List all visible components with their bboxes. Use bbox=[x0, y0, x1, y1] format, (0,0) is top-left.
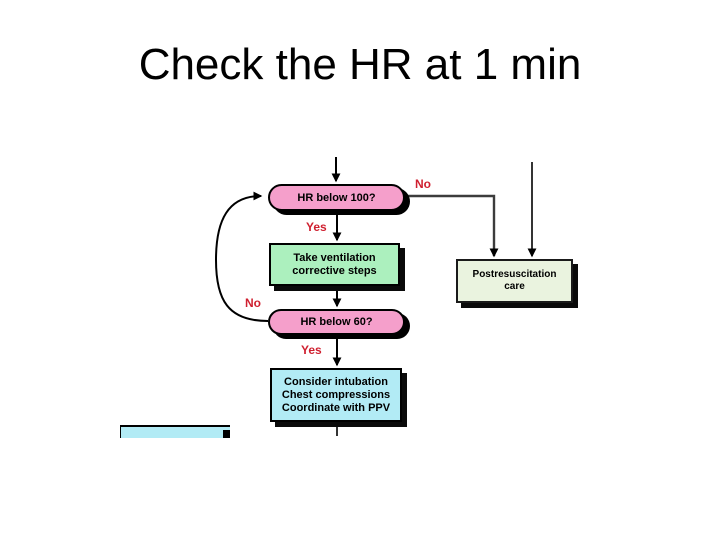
action-take-ventilation-line2: corrective steps bbox=[292, 264, 377, 277]
cropped-box-fragment bbox=[120, 425, 230, 438]
edge-hr100-no-to-postresus bbox=[407, 194, 499, 258]
edge-label-yes-hr100: Yes bbox=[306, 220, 327, 234]
decision-hr-below-100-label: HR below 100? bbox=[297, 191, 376, 204]
slide-title: Check the HR at 1 min bbox=[138, 40, 582, 89]
edge-label-yes-hr60: Yes bbox=[301, 343, 322, 357]
action-take-ventilation-line1: Take ventilation bbox=[293, 251, 376, 264]
action-take-ventilation: Take ventilation corrective steps bbox=[269, 243, 400, 286]
edge-hr60-no-loop-to-hr100 bbox=[214, 191, 269, 322]
action-consider-intubation: Consider intubation Chest compressions C… bbox=[270, 368, 402, 422]
decision-hr-below-100: HR below 100? bbox=[268, 184, 405, 211]
action-postresuscitation-care: Postresuscitation care bbox=[456, 259, 573, 303]
edge-label-no-hr60: No bbox=[245, 296, 261, 310]
decision-hr-below-60-label: HR below 60? bbox=[300, 316, 373, 328]
action-consider-intubation-line2: Chest compressions bbox=[281, 388, 391, 401]
action-consider-intubation-line3: Coordinate with PPV bbox=[281, 401, 391, 414]
action-postresuscitation-line1: Postresuscitation bbox=[472, 268, 557, 280]
action-consider-intubation-line1: Consider intubation bbox=[284, 375, 388, 388]
decision-hr-below-60: HR below 60? bbox=[268, 309, 405, 335]
cropped-box-fragment-corner bbox=[223, 430, 230, 438]
edge-label-no-hr100: No bbox=[415, 177, 431, 191]
action-postresuscitation-line2: care bbox=[504, 281, 525, 292]
